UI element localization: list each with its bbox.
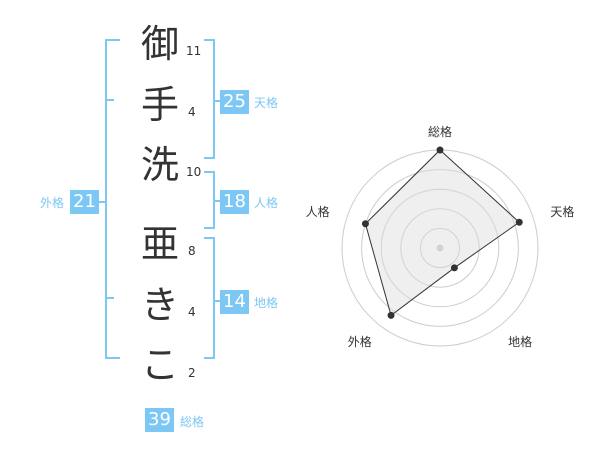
radar-point-2 bbox=[515, 218, 523, 226]
radar-ring bbox=[380, 188, 500, 308]
chikaku-label: 地格 bbox=[254, 296, 279, 310]
soukaku-value-badge: 39 bbox=[145, 408, 174, 432]
jinkaku-label: 人格 bbox=[254, 196, 279, 210]
name-char-4: 亜 bbox=[140, 222, 179, 266]
soukaku-label: 総格 bbox=[180, 415, 205, 429]
tenkaku-label: 天格 bbox=[254, 96, 279, 110]
radar-axis-label-3: 地格 bbox=[508, 334, 532, 349]
tenkaku-value-badge: 25 bbox=[220, 90, 249, 114]
radar-center bbox=[436, 244, 444, 252]
stroke-count-4: 8 bbox=[188, 244, 196, 258]
gaikaku-value-badge: 21 bbox=[70, 190, 99, 214]
radar-axis-label-5: 人格 bbox=[306, 204, 330, 219]
radar-axis-label-4: 外格 bbox=[348, 334, 372, 349]
chikaku-value-badge: 14 bbox=[220, 290, 249, 314]
name-char-5: き bbox=[140, 283, 179, 327]
stroke-count-5: 4 bbox=[188, 305, 196, 319]
radar-ring bbox=[361, 169, 519, 327]
name-char-1: 御 bbox=[140, 22, 179, 66]
stroke-count-3: 10 bbox=[186, 165, 202, 179]
gaikaku-label: 外格 bbox=[40, 196, 65, 210]
radar-point-5 bbox=[361, 220, 369, 228]
radar-point-4 bbox=[387, 311, 395, 319]
radar-point-1 bbox=[436, 146, 444, 154]
stroke-count-1: 11 bbox=[186, 44, 202, 58]
name-char-3: 洗 bbox=[140, 143, 179, 187]
radar-ring bbox=[400, 208, 480, 288]
radar-area bbox=[364, 149, 521, 317]
radar-point-3 bbox=[450, 264, 458, 272]
radar-axis-label-1: 総格 bbox=[428, 124, 452, 139]
radar-axis-label-2: 天格 bbox=[550, 204, 574, 219]
stroke-count-6: 2 bbox=[188, 366, 196, 380]
radar-ring bbox=[419, 227, 461, 269]
name-char-6: こ bbox=[140, 343, 179, 387]
jinkaku-value-badge: 18 bbox=[220, 190, 249, 214]
stroke-count-2: 4 bbox=[188, 105, 196, 119]
name-char-2: 手 bbox=[140, 83, 179, 127]
